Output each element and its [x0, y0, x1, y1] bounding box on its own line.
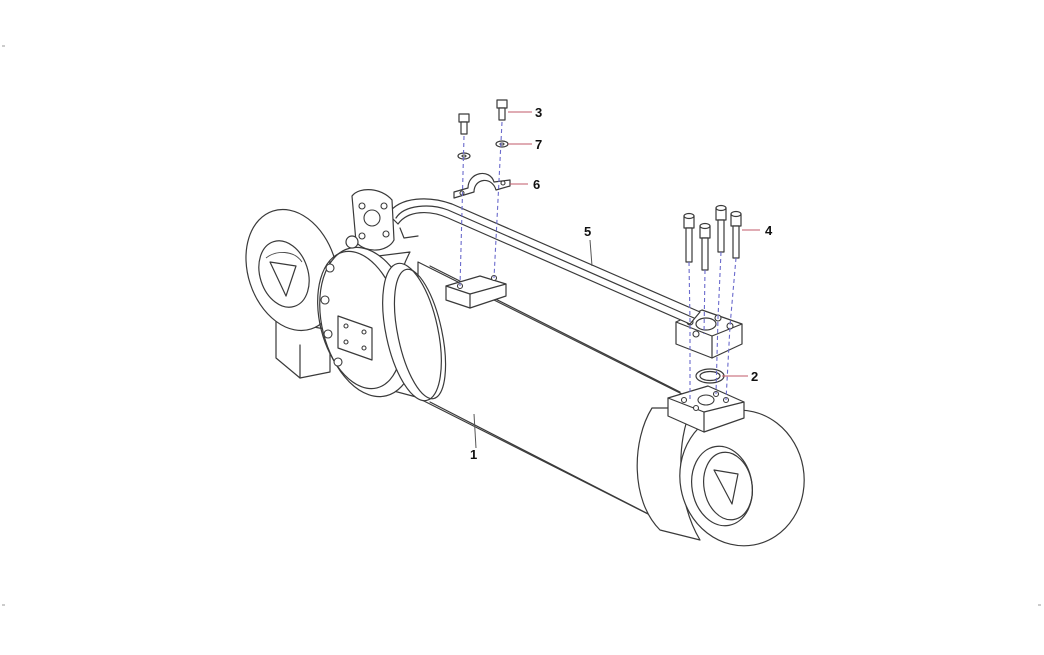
callout-5: 5: [584, 224, 591, 239]
callout-2: 2: [751, 369, 758, 384]
callout-4: 4: [765, 223, 773, 238]
pipe-support-bracket: [445, 274, 507, 309]
bolt-short-right: [496, 99, 508, 121]
registration-mark: [2, 45, 5, 47]
assembly-alignment-lines: [459, 121, 737, 401]
pipe-flange-left: [345, 189, 395, 251]
rear-mounting-eye: [245, 208, 339, 379]
socket-bolt-4: [730, 210, 742, 259]
leader-lines: [473, 111, 760, 449]
registration-mark: [2, 604, 5, 606]
socket-bolt-2: [699, 222, 711, 271]
callout-1: 1: [470, 447, 477, 462]
callout-6: 6: [533, 177, 540, 192]
callout-3: 3: [535, 105, 542, 120]
registration-mark: [1038, 604, 1041, 606]
bolt-short-left: [458, 113, 470, 135]
o-ring-inner: [699, 370, 721, 382]
callout-7: 7: [535, 137, 542, 152]
socket-bolt-1: [683, 212, 695, 263]
hydraulic-pipe: [387, 198, 701, 325]
socket-bolt-3: [715, 204, 727, 253]
rod-end-head: [636, 385, 805, 547]
